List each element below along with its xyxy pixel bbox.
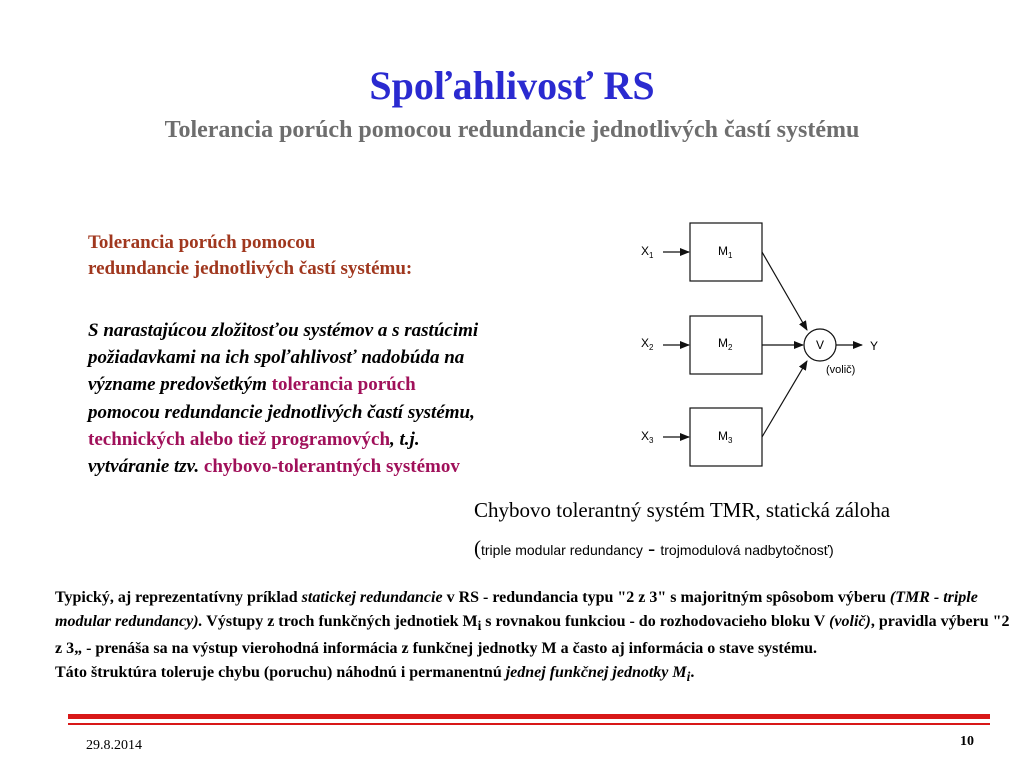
footer-rule-thick [68,714,990,719]
footer-date: 29.8.2014 [86,738,142,753]
input-x3-label: X3 [641,429,654,445]
para-text-2: v RS - redundancia typu "2 z 3" s majori… [442,589,890,606]
slide-title: Spoľahlivosť RS [369,63,655,108]
voter-label: V [816,338,824,352]
para-text-5: , pravidla výberu "2 z 3„ - prenáša sa n… [55,612,1010,658]
para-text-4: s rovnakou funkciou - do rozhodovacieho … [481,612,830,630]
input-x1-label: X1 [641,244,654,260]
left-body-text: S narastajúcou zložitosťou systémov a s … [88,317,483,480]
highlight-technical-programmatic: technických alebo tiež programových [88,428,391,450]
input-x2-label: X2 [641,336,654,352]
para-sub-2: i [686,668,691,684]
output-y-label: Y [870,339,878,353]
module-m3-box [689,407,763,467]
module-m2-label: M2 [718,336,733,352]
caption-slovak: trojmodulová nadbytočnosť) [660,542,834,558]
para-text-1: Typický, aj reprezentatívny príklad [55,589,302,606]
para-italic-2: (TMR - triple modular redundancy). [55,589,978,630]
m3-to-voter-arrow [761,360,808,438]
highlight-fault-tolerant-systems: chybovo-tolerantných systémov [203,456,460,478]
voter-description: (volič) [826,364,855,376]
para-italic-3: (volič) [829,612,871,630]
caption-english: triple modular redundancy [481,542,643,558]
module-m2-box [689,315,763,375]
diagram-caption-sub: (triple modular redundancy - trojmodulov… [474,536,1019,561]
highlight-fault-tolerance: tolerancia porúch [271,374,416,396]
footer-rule-thin [68,723,990,725]
para-italic-1: statickej redundancie [301,589,443,606]
body-text-2: pomocou redundancie jednotlivých častí s… [88,401,475,423]
diagram-caption: Chybovo tolerantný systém TMR, statická … [474,498,891,522]
module-m3-label: M3 [718,429,733,445]
caption-open-paren: ( [474,536,481,560]
para-text-6: Táto štruktúra toleruje chybu (poruchu) … [55,663,506,681]
para-text-7: . [690,663,695,681]
tmr-diagram: X1 X2 X3 M1 M2 M3 V Y (volič) [641,222,878,467]
caption-dash: - [642,536,661,560]
tmr-explanation-paragraph: Typický, aj reprezentatívny príklad stat… [55,586,1010,688]
para-italic-4: jednej funkčnej jednotky M [505,663,687,681]
slide-subtitle: Tolerancia porúch pomocou redundancie je… [164,117,860,143]
page-number: 10 [960,734,974,749]
body-text-3: , t.j. vytváranie tzv. [88,428,420,478]
para-sub-1: i [477,617,482,633]
module-m1-box [689,222,763,282]
m1-to-voter-arrow [761,251,808,331]
left-heading: Tolerancia porúch pomocou redundancie je… [88,232,413,279]
body-text-1: S narastajúcou zložitosťou systémov a s … [88,320,479,396]
para-text-3: Výstupy z troch funkčných jednotiek M [202,612,478,630]
module-m1-label: M1 [718,244,733,260]
